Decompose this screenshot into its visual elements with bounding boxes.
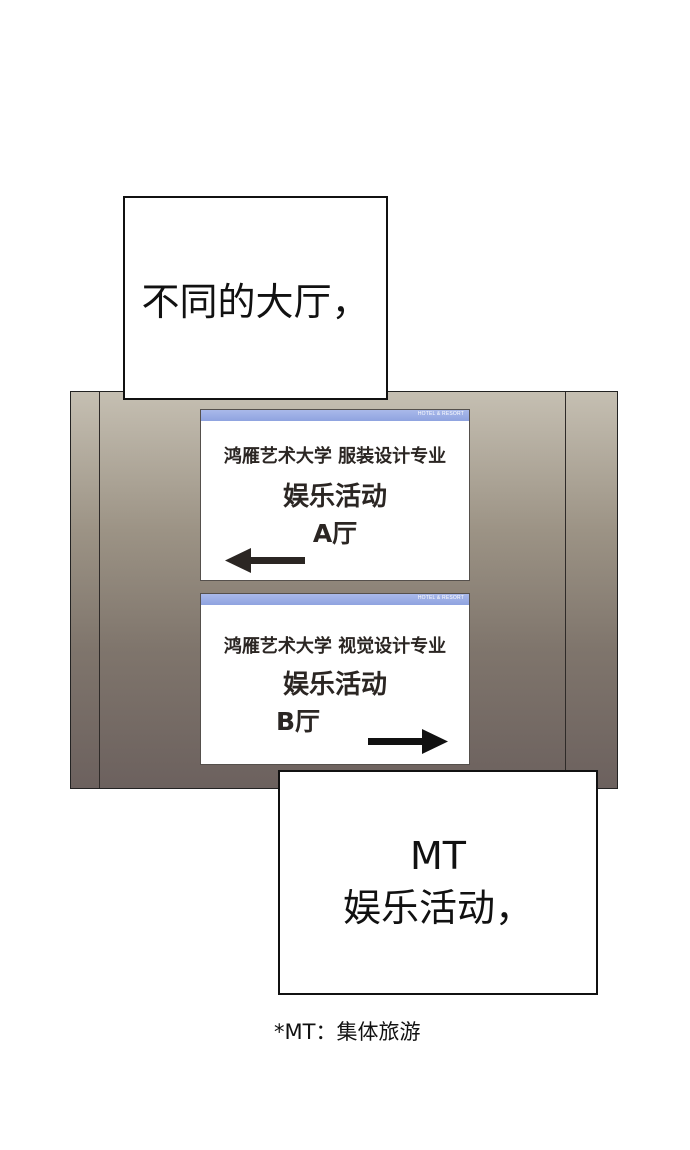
sign-hall-b: HOTEL & RESORT 鸿雁艺术大学 视觉设计专业 娱乐活动 B厅 — [200, 593, 470, 765]
caption-text: 不同的大厅， — [141, 279, 370, 324]
sign-department: 鸿雁艺术大学 服装设计专业 — [223, 446, 447, 467]
footnote: *MT：集体旅游 — [274, 1020, 421, 1044]
caption-box-top: 不同的大厅， — [123, 196, 388, 400]
caption-box-bottom: MT 娱乐活动， — [278, 770, 598, 995]
hall-wall-panel: HOTEL & RESORT 鸿雁艺术大学 服装设计专业 娱乐活动 A厅 HOT… — [70, 391, 618, 789]
sign-brand: HOTEL & RESORT — [417, 411, 464, 417]
wall-pillar-left — [99, 392, 100, 788]
wall-pillar-right — [565, 392, 566, 788]
sign-hall-name: A厅 — [312, 519, 358, 548]
sign-hall-name: B厅 — [275, 707, 321, 736]
caption-line-2: 娱乐活动， — [342, 885, 533, 930]
caption-line-1: MT — [410, 834, 466, 879]
sign-hall-a: HOTEL & RESORT 鸿雁艺术大学 服装设计专业 娱乐活动 A厅 — [200, 409, 470, 581]
sign-event: 娱乐活动 — [282, 482, 387, 512]
sign-brand: HOTEL & RESORT — [417, 595, 464, 601]
sign-header-strip: HOTEL & RESORT — [201, 594, 469, 605]
sign-event: 娱乐活动 — [282, 670, 387, 700]
right-arrow-icon — [368, 729, 448, 754]
sign-header-strip: HOTEL & RESORT — [201, 410, 469, 421]
left-arrow-icon — [225, 548, 305, 573]
sign-department: 鸿雁艺术大学 视觉设计专业 — [223, 636, 447, 657]
